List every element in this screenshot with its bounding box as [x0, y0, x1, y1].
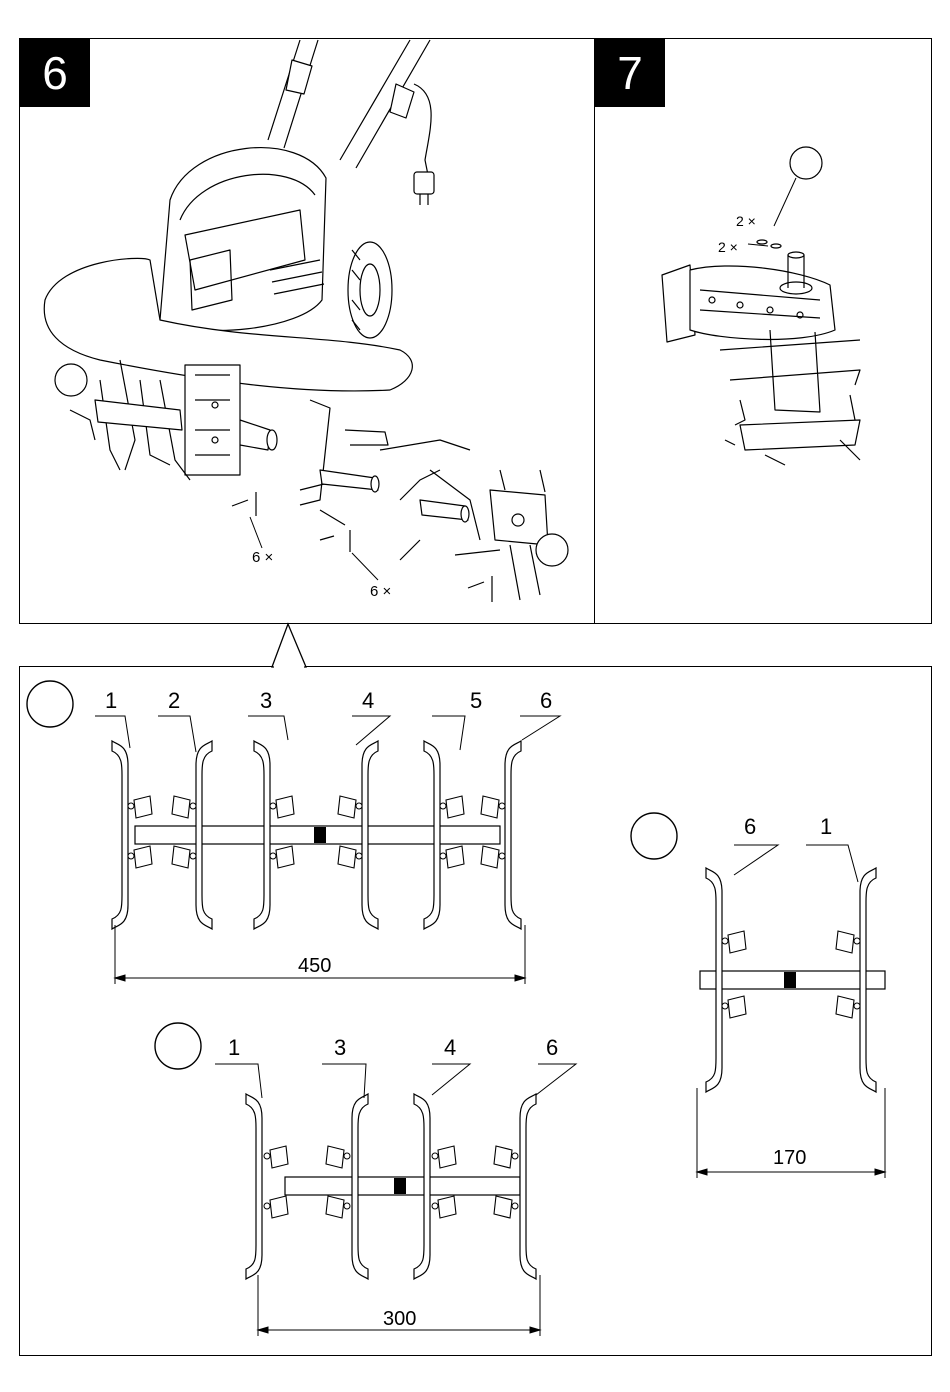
bolt-leader — [774, 178, 796, 226]
config-170-labels: 6 1 — [744, 814, 832, 839]
label-leader — [322, 1064, 366, 1098]
tine-bracket — [276, 846, 294, 868]
label-leader — [248, 716, 288, 740]
tine-bracket — [276, 796, 294, 818]
tine-bracket — [494, 1146, 512, 1168]
tine-blade — [520, 1094, 536, 1279]
tine-label: 6 — [546, 1035, 558, 1060]
tiller-illustration — [44, 40, 548, 602]
tine-label: 1 — [820, 814, 832, 839]
label-leader — [432, 716, 465, 750]
tine-bracket — [446, 846, 464, 868]
label-leader — [215, 1064, 262, 1098]
tine-bracket — [481, 796, 499, 818]
config-450-labels: 1 2 3 4 5 6 — [105, 688, 552, 713]
label-leader — [536, 1064, 576, 1095]
tine-bracket — [172, 846, 190, 868]
config-300-labels: 1 3 4 6 — [228, 1035, 558, 1060]
label-leader — [352, 716, 390, 745]
empty-callout-circle — [55, 364, 87, 396]
tine-label: 2 — [168, 688, 180, 713]
shaft-marker — [314, 827, 326, 843]
label-leader — [432, 1064, 470, 1095]
tine-label: 6 — [744, 814, 756, 839]
shaft-marker — [394, 1178, 406, 1194]
config-300-marker — [155, 1023, 201, 1069]
tine-bracket — [338, 846, 356, 868]
pin-leader-right — [352, 553, 378, 580]
config-450-width: 450 — [298, 955, 331, 977]
tine-label: 3 — [334, 1035, 346, 1060]
tine-bracket — [326, 1196, 344, 1218]
config-300-width: 300 — [383, 1308, 416, 1330]
tine-bracket — [172, 796, 190, 818]
gearbox-illustration — [662, 240, 860, 465]
tine-bracket — [134, 796, 152, 818]
tine-label: 5 — [470, 688, 482, 713]
tine-label: 3 — [260, 688, 272, 713]
tine-bracket — [836, 996, 854, 1018]
tine-label: 4 — [444, 1035, 456, 1060]
tine-blade — [112, 741, 128, 929]
label-leader — [158, 716, 196, 752]
config-170-width: 170 — [773, 1147, 806, 1169]
tine-bracket — [438, 1146, 456, 1168]
tine-bracket — [338, 796, 356, 818]
bolt-quantity-upper: 2 × — [736, 213, 756, 229]
label-leader — [806, 845, 858, 882]
tine-bracket — [494, 1196, 512, 1218]
tine-label: 1 — [228, 1035, 240, 1060]
tine-bracket — [481, 846, 499, 868]
tine-bracket — [446, 796, 464, 818]
tine-label: 6 — [540, 688, 552, 713]
empty-callout-circle — [536, 534, 568, 566]
pin-quantity-left: 6 × — [252, 549, 273, 566]
tine-bracket — [326, 1146, 344, 1168]
tine-bracket — [134, 846, 152, 868]
tine-label: 1 — [105, 688, 117, 713]
tine-bracket — [438, 1196, 456, 1218]
tine-bracket — [270, 1196, 288, 1218]
tine-bracket — [836, 931, 854, 953]
label-leader — [734, 845, 778, 875]
pin-leader-left — [250, 517, 262, 548]
tine-bracket — [728, 931, 746, 953]
tine-label: 4 — [362, 688, 374, 713]
empty-callout-circle — [790, 147, 822, 179]
tine-blade — [505, 741, 521, 929]
shaft-marker — [784, 972, 796, 988]
config-450-marker — [27, 681, 73, 727]
label-leader — [520, 716, 560, 740]
bolt-quantity-lower: 2 × — [718, 239, 738, 255]
tine-bracket — [270, 1146, 288, 1168]
pin-quantity-right: 6 × — [370, 583, 391, 600]
callout-pointer — [272, 624, 306, 667]
tine-bracket — [728, 996, 746, 1018]
tine-blade — [246, 1094, 262, 1279]
config-170-marker — [631, 813, 677, 859]
